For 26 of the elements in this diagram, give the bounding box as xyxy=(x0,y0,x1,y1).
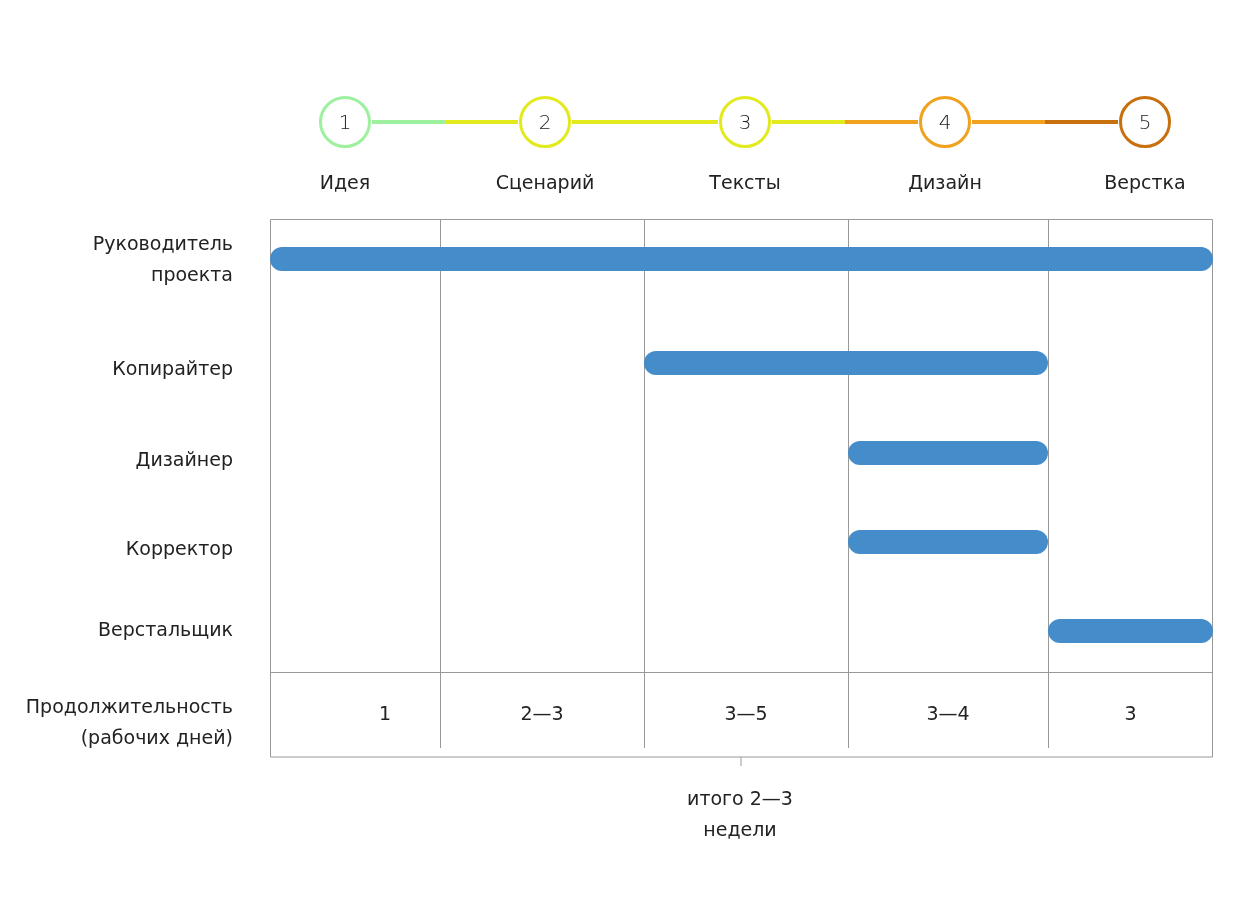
total-note: итого 2—3 недели xyxy=(686,786,794,842)
step-label: Идея xyxy=(319,171,371,193)
connector-line xyxy=(572,120,718,124)
role-label: Верстальщик xyxy=(98,616,233,642)
step-circle: 2 xyxy=(519,96,571,148)
step-circle: 3 xyxy=(719,96,771,148)
duration-value: 3 xyxy=(1124,702,1137,724)
step-circle: 5 xyxy=(1119,96,1171,148)
step-label: Дизайн xyxy=(908,171,982,193)
duration-value: 2—3 xyxy=(520,702,564,724)
row-heading: Продолжительность (рабочих дней) xyxy=(24,694,233,750)
step-label: Тексты xyxy=(709,171,781,193)
step-circle: 4 xyxy=(919,96,971,148)
duration-value: 3—4 xyxy=(926,702,970,724)
role-label: Корректор xyxy=(125,535,233,561)
step-circle: 1 xyxy=(319,96,371,148)
duration-value: 3—5 xyxy=(724,702,768,724)
role-label: Руководитель проекта xyxy=(91,231,233,287)
role-label: Копирайтер xyxy=(112,355,233,381)
connector-line xyxy=(772,120,918,124)
step-label: Верстка xyxy=(1104,171,1186,193)
role-label: Дизайнер xyxy=(135,446,233,472)
connector-line xyxy=(972,120,1118,124)
step-label: Сценарий xyxy=(495,171,595,193)
duration-value: 1 xyxy=(378,702,392,724)
connector-line xyxy=(372,120,518,124)
